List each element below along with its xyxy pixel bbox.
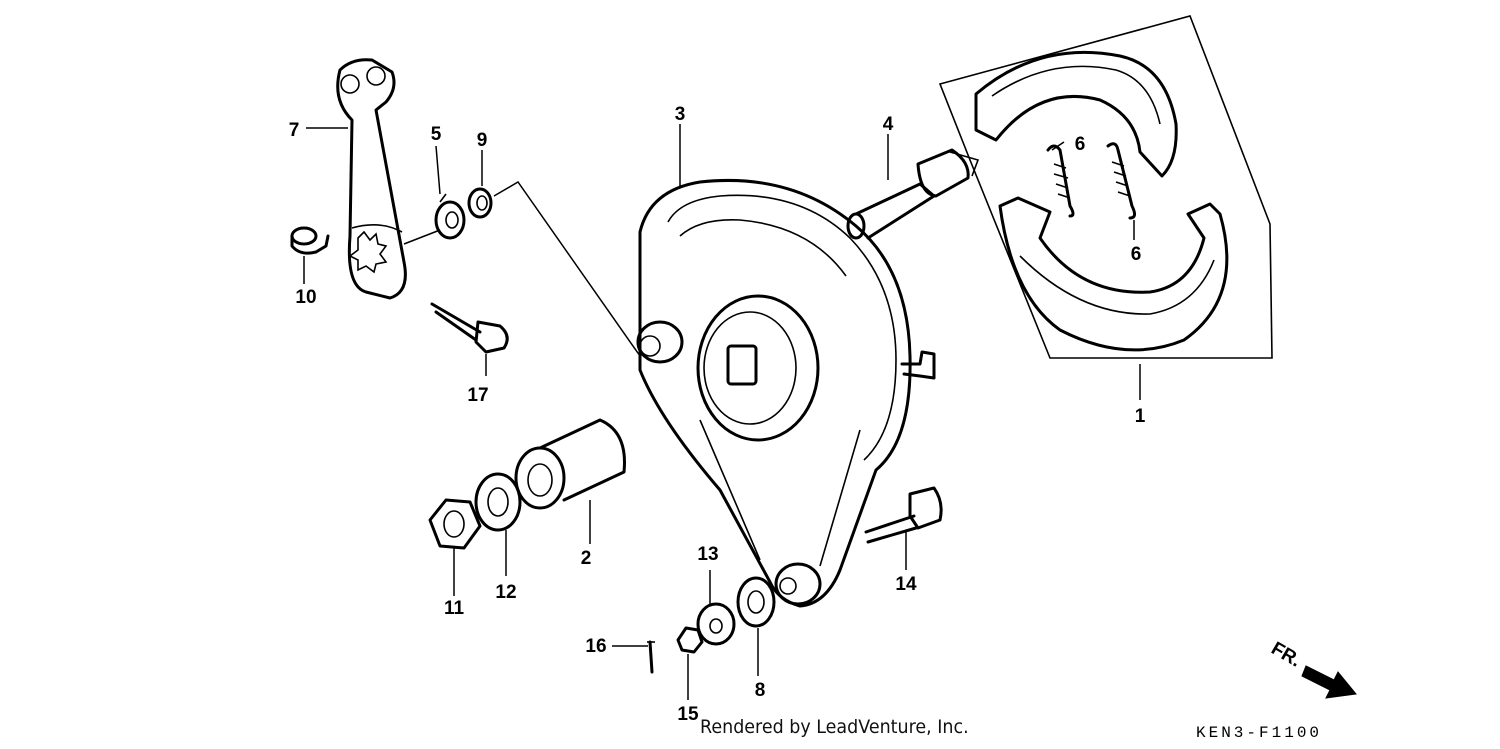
brake-arm-part-7[interactable] — [336, 58, 407, 300]
callout-5[interactable]: 5 — [431, 124, 442, 145]
leader-lines — [303, 124, 1141, 700]
sleeve-part-2[interactable] — [514, 418, 626, 510]
callout-6b[interactable]: 6 — [1131, 244, 1142, 265]
callout-3[interactable]: 3 — [675, 104, 686, 125]
bolt-part-17[interactable] — [430, 302, 509, 354]
bolt-part-14[interactable] — [864, 486, 943, 544]
washer-part-12[interactable] — [474, 472, 522, 532]
nut-part-15[interactable] — [676, 626, 704, 654]
callout-16[interactable]: 16 — [585, 636, 606, 657]
callout-15[interactable]: 15 — [677, 704, 699, 725]
camshaft-part-4[interactable] — [846, 148, 980, 240]
cotter-pin-part-16[interactable] — [647, 640, 655, 674]
callout-10[interactable]: 10 — [295, 287, 316, 308]
callout-4[interactable]: 4 — [883, 114, 894, 135]
callout-11[interactable]: 11 — [444, 598, 465, 619]
front-arrow-icon — [1301, 665, 1357, 699]
callout-14[interactable]: 14 — [895, 574, 917, 595]
callout-2[interactable]: 2 — [581, 548, 592, 569]
washer-part-13[interactable] — [696, 602, 736, 646]
callout-13[interactable]: 13 — [697, 544, 718, 565]
lock-washer-part-5[interactable] — [434, 193, 466, 240]
render-credit: Rendered by LeadVenture, Inc. — [700, 716, 969, 738]
front-direction-indicator: FR. — [1268, 638, 1357, 699]
brake-shoes-part-1[interactable] — [938, 15, 1273, 359]
front-direction-label: FR. — [1268, 638, 1305, 671]
callout-17[interactable]: 17 — [467, 385, 488, 406]
collar-part-10[interactable] — [290, 226, 330, 255]
callout-12[interactable]: 12 — [495, 582, 516, 603]
brake-panel-part-3[interactable] — [636, 178, 936, 608]
diagram-code: KEN3-F1100 — [1196, 724, 1323, 742]
callout-8[interactable]: 8 — [755, 680, 766, 701]
callout-9[interactable]: 9 — [477, 130, 488, 151]
callout-6a[interactable]: 6 — [1075, 134, 1086, 155]
serrated-washer-part-8[interactable] — [736, 576, 776, 628]
seal-part-9[interactable] — [467, 187, 493, 219]
callout-1[interactable]: 1 — [1135, 406, 1146, 427]
nut-part-11[interactable] — [428, 498, 482, 550]
callout-7[interactable]: 7 — [289, 120, 300, 141]
